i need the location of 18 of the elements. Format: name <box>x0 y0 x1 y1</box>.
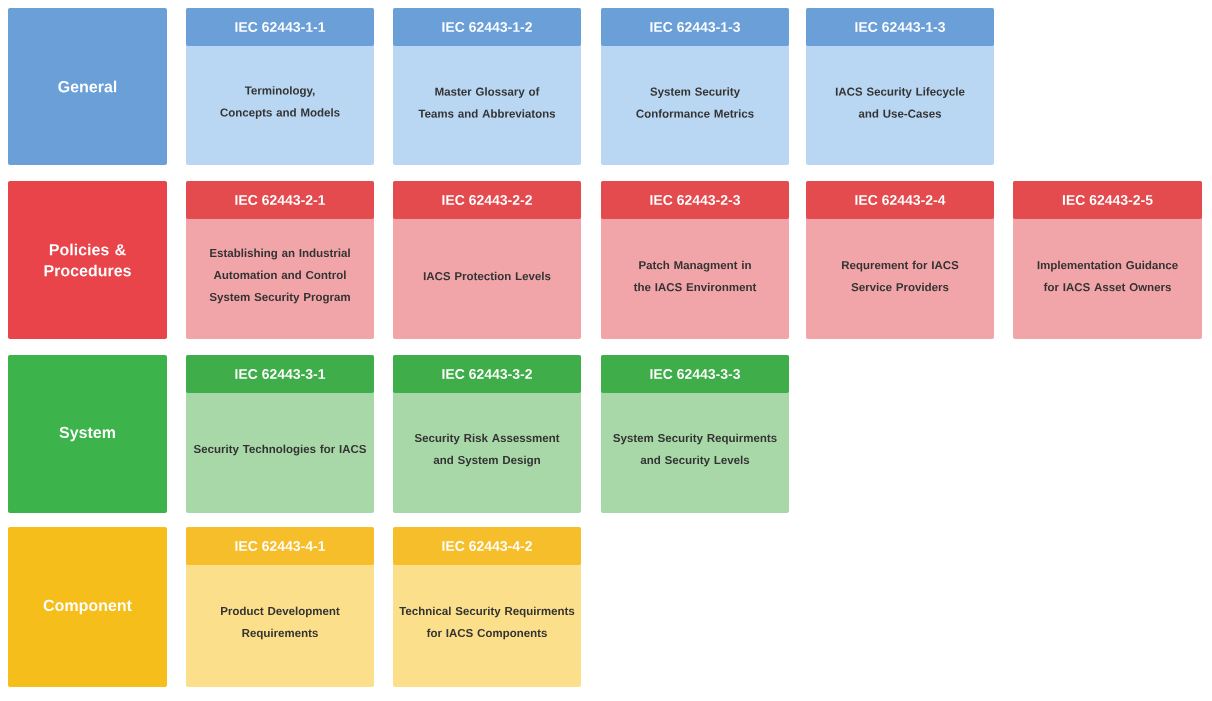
standard-card: IEC 62443-3-1 Security Technologies for IACS <box>186 355 374 513</box>
standard-card: IEC 62443-1-3 IACS Security Lifecycle and Use-Cases <box>806 8 994 165</box>
standard-card: IEC 62443-4-2 Technical Security Requirments for IACS Components <box>393 527 581 687</box>
standard-card: IEC 62443-2-1 Establishing an Industrial Automation and Control System Security Program <box>186 181 374 339</box>
category-box: Policies & Procedures <box>8 181 167 339</box>
category-box: System <box>8 355 167 513</box>
standard-card: IEC 62443-1-3 System Security Conformance Metrics <box>601 8 789 165</box>
standard-card: IEC 62443-2-2 IACS Protection Levels <box>393 181 581 339</box>
category-box: General <box>8 8 167 165</box>
standard-card: IEC 62443-1-1 Terminology, Concepts and Models <box>186 8 374 165</box>
category-box: Component <box>8 527 167 687</box>
standard-card: IEC 62443-3-3 System Security Requirments and Security Levels <box>601 355 789 513</box>
standard-card: IEC 62443-4-1 Product Development Requirements <box>186 527 374 687</box>
standard-card: IEC 62443-2-4 Requrement for IACS Service Providers <box>806 181 994 339</box>
standard-card: IEC 62443-2-3 Patch Managment in the IACS Environment <box>601 181 789 339</box>
standard-card: IEC 62443-3-2 Security Risk Assessment and System Design <box>393 355 581 513</box>
standard-card: IEC 62443-1-2 Master Glossary of Teams and Abbreviatons <box>393 8 581 165</box>
standard-card: IEC 62443-2-5 Implementation Guidance for IACS Asset Owners <box>1013 181 1202 339</box>
